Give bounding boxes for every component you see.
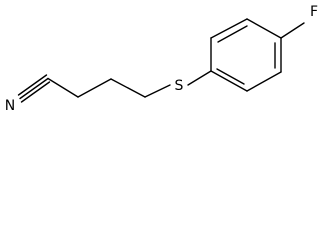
fluorine-label: F	[310, 4, 318, 20]
chemical-structure: N S F	[5, 4, 318, 114]
nitrile-triple-bond	[17, 74, 51, 103]
chain-bond-1	[47, 77, 79, 98]
chain-bond-4	[144, 84, 171, 98]
sulfur-ring-bond	[187, 70, 212, 86]
chain-bond-3	[110, 78, 146, 98]
chain-bond-2	[77, 78, 112, 98]
benzene-ring	[210, 18, 282, 92]
nitrogen-label: N	[5, 98, 15, 114]
sulfur-label: S	[175, 78, 184, 94]
fluorine-bond	[280, 22, 305, 39]
